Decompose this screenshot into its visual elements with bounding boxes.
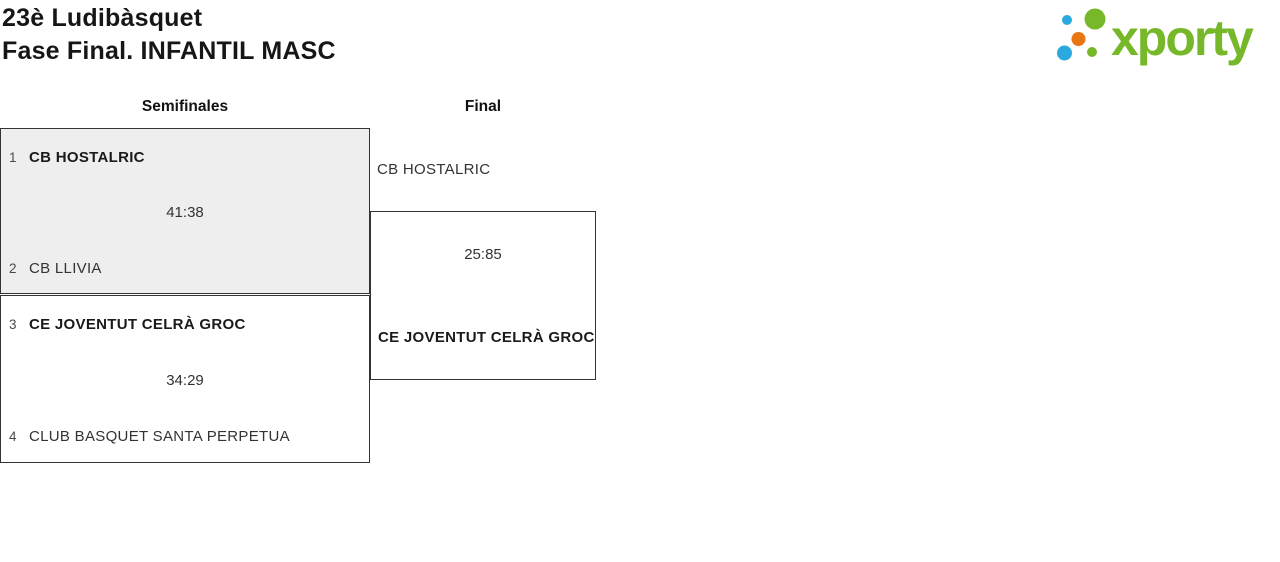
xporty-dots-icon: xporty: [1057, 8, 1256, 66]
team-row: CE JOVENTUT CELRÀ GROC: [378, 329, 594, 346]
match-box-semifinal-1: 1 CB HOSTALRIC 41:38 2 CB LLIVIA: [0, 128, 370, 294]
seed-number: 2: [9, 261, 17, 276]
logo-dot-blue-medium: [1057, 45, 1072, 61]
seed-number: 4: [9, 429, 17, 444]
team-row: 4 CLUB BASQUET SANTA PERPETUA: [9, 428, 363, 445]
round-header-final: Final: [464, 98, 502, 115]
team-name: CE JOVENTUT CELRÀ GROC: [29, 316, 246, 333]
match-score: 25:85: [464, 246, 502, 263]
logo-dot-blue-small: [1062, 15, 1072, 25]
logo-wordmark: xporty: [1111, 10, 1254, 66]
team-row: 1 CB HOSTALRIC: [9, 149, 363, 166]
match-box-semifinal-2: 3 CE JOVENTUT CELRÀ GROC 34:29 4 CLUB BA…: [0, 295, 370, 463]
team-row: 2 CB LLIVIA: [9, 260, 363, 277]
match-score: 34:29: [166, 372, 204, 389]
logo-dot-green-small: [1087, 47, 1097, 57]
team-name: CB HOSTALRIC: [29, 149, 145, 166]
final-team-top: CB HOSTALRIC: [377, 161, 491, 178]
header: 23è Ludibàsquet Fase Final. INFANTIL MAS…: [2, 2, 336, 68]
team-name: CLUB BASQUET SANTA PERPETUA: [29, 428, 290, 445]
seed-number: 3: [9, 317, 17, 332]
logo-dot-green-large: [1084, 8, 1106, 30]
round-header-semifinals: Semifinales: [141, 98, 229, 115]
logo-dot-orange: [1071, 32, 1086, 46]
xporty-logo[interactable]: xporty: [1045, 0, 1280, 72]
page-title: 23è Ludibàsquet: [2, 4, 203, 32]
team-name: CE JOVENTUT CELRÀ GROC: [378, 329, 595, 346]
team-row: 3 CE JOVENTUT CELRÀ GROC: [9, 316, 363, 333]
match-box-final: 25:85 CE JOVENTUT CELRÀ GROC: [370, 211, 596, 380]
page-subtitle: Fase Final. INFANTIL MASC: [2, 37, 336, 65]
match-score: 41:38: [166, 204, 204, 221]
team-name: CB LLIVIA: [29, 260, 102, 277]
seed-number: 1: [9, 150, 17, 165]
